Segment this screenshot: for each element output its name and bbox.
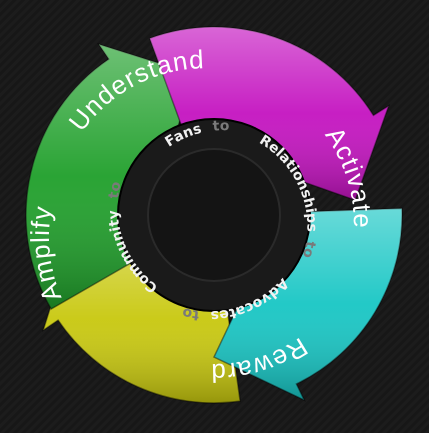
arrow-bands [25,26,403,404]
arrow-activate-gloss [149,27,389,201]
arrow-reward-gloss [214,208,402,401]
ring-connector: to [106,180,125,200]
ring-connector: to [181,304,201,323]
ring-connector: to [212,118,230,135]
inner-hole [147,148,281,282]
arrow-understand-gloss [26,44,195,309]
ring-connector: to [299,240,318,260]
